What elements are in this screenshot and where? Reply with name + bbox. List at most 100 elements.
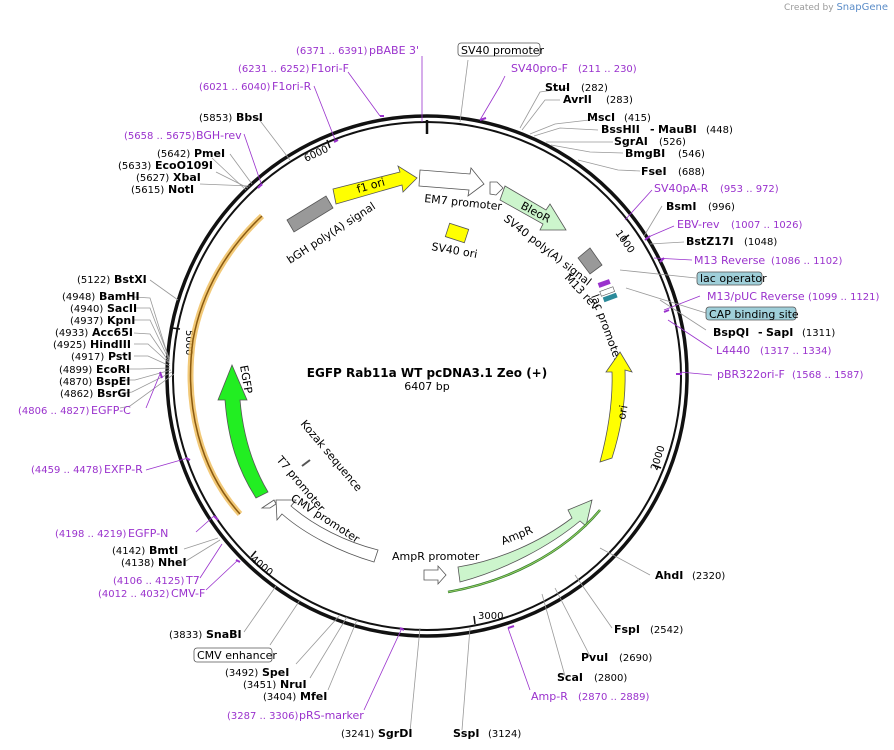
sv40prof-primer[interactable]: SV40pro-F [511, 62, 568, 75]
bghrev-primer[interactable]: BGH-rev [196, 129, 242, 142]
cmv-promoter-feature[interactable] [275, 499, 379, 563]
sspi-enzyme[interactable]: SspI [453, 727, 479, 740]
prs-primer[interactable]: pRS-marker [299, 709, 364, 722]
bamhi-enzyme[interactable]: BamHI [99, 290, 140, 303]
f1orir-primer[interactable]: F1ori-R [272, 80, 312, 93]
fsei-pos: (688) [678, 167, 705, 178]
bspei-enzyme[interactable]: BspEI [96, 375, 130, 388]
t7-promoter-feature[interactable] [260, 499, 277, 509]
sspi-pos: (3124) [488, 729, 521, 740]
hindiii-enzyme[interactable]: HindIII [90, 338, 131, 351]
egfp-region-line [189, 215, 263, 515]
sv40-polya-feature[interactable] [577, 247, 603, 275]
mfei-enzyme[interactable]: MfeI [300, 690, 327, 703]
m13rev-primer[interactable]: M13 Reverse [694, 254, 765, 267]
xbai-enzyme[interactable]: XbaI [173, 171, 201, 184]
maubi-enzyme[interactable]: MauBI [658, 123, 697, 136]
exfpr-primer[interactable]: EXFP-R [104, 463, 143, 476]
cmvf-pos: (4012 .. 4032) [98, 589, 170, 600]
snabi-enzyme[interactable]: SnaBI [206, 628, 242, 641]
sv40-ori-feature[interactable] [444, 222, 470, 244]
bamhi-pos: (4948) [62, 292, 95, 303]
avrii-enzyme[interactable]: AvrII [563, 93, 592, 106]
noti-pos: (5615) [131, 185, 164, 196]
bspqi-pos: (1311) [802, 328, 835, 339]
bbsi-pos: (5853) [199, 113, 232, 124]
egfp-feature[interactable] [217, 363, 269, 499]
pbabe-primer[interactable]: pBABE 3' [369, 44, 419, 57]
sv40-ori-label: SV40 ori [430, 240, 478, 261]
msci-pos: (415) [624, 113, 651, 124]
bleor-feature[interactable] [499, 185, 567, 231]
bsshii-enzyme[interactable]: BssHII [601, 123, 640, 136]
bmti-enzyme[interactable]: BmtI [149, 544, 178, 557]
pbr322-primer[interactable]: pBR322ori-F [717, 368, 785, 381]
bspei-pos: (4870) [59, 377, 92, 388]
cmvf-primer[interactable]: CMV-F [171, 587, 205, 600]
cmv-enhancer-box[interactable]: CMV enhancer [193, 647, 277, 663]
bbsi-enzyme[interactable]: BbsI [236, 111, 263, 124]
t7-primer[interactable]: T7 [185, 574, 200, 587]
f1-ori-feature[interactable] [332, 165, 418, 205]
sacii-enzyme[interactable]: SacII [107, 302, 137, 315]
f1orif-pos: (6231 .. 6252) [238, 64, 310, 75]
f1orir-pos: (6021 .. 6040) [199, 82, 271, 93]
f1orif-primer[interactable]: F1ori-F [311, 62, 349, 75]
bgh-polya-feature[interactable] [286, 195, 334, 233]
bstxi-enzyme[interactable]: BstXI [114, 273, 147, 286]
m13puc-primer[interactable]: M13/pUC Reverse [707, 290, 805, 303]
tick-2000: 2000 [649, 444, 667, 472]
bmgbi-enzyme[interactable]: BmgBI [625, 147, 665, 160]
pvui-enzyme[interactable]: PvuI [581, 651, 608, 664]
ampr-primer[interactable]: Amp-R [531, 690, 568, 703]
ampr-promoter-feature[interactable] [423, 564, 447, 586]
sv40par-primer[interactable]: SV40pA-R [654, 182, 709, 195]
sapi-enzyme[interactable]: SapI [766, 326, 793, 339]
ahdi-enzyme[interactable]: AhdI [655, 569, 683, 582]
avrii-pos: (283) [606, 95, 633, 106]
em7-promoter-feature[interactable] [418, 167, 485, 197]
pbr322-pos: (1568 .. 1587) [792, 370, 864, 381]
tick-5000: 5000 [171, 327, 194, 355]
prs-pos: (3287 .. 3306) [227, 711, 299, 722]
scai-enzyme[interactable]: ScaI [557, 671, 583, 684]
cap-binding-site-box[interactable]: CAP binding site [705, 306, 799, 321]
nrui-enzyme[interactable]: NruI [280, 678, 307, 691]
lac-operator-box-label: lac operator [700, 272, 767, 285]
tick-label-2000: 2000 [649, 444, 667, 472]
spei-enzyme[interactable]: SpeI [262, 666, 289, 679]
ori-feature[interactable] [599, 351, 633, 463]
ampr-feature[interactable] [457, 499, 593, 583]
pmei-enzyme[interactable]: PmeI [194, 147, 225, 160]
fspi-enzyme[interactable]: FspI [614, 623, 640, 636]
ecoo109i-enzyme[interactable]: EcoO109I [155, 159, 213, 172]
kpni-enzyme[interactable]: KpnI [107, 314, 135, 327]
tick-label-3000: 3000 [478, 611, 503, 622]
lac-operator-box[interactable]: lac operator [696, 271, 767, 286]
stui-enzyme[interactable]: StuI [545, 81, 570, 94]
bspqi-enzyme[interactable]: BspQI [713, 326, 749, 339]
egfpc-primer[interactable]: EGFP-C [91, 404, 131, 417]
tick-label-5000: 5000 [183, 330, 194, 355]
bstz17i-enzyme[interactable]: BstZ17I [686, 235, 734, 248]
msci-enzyme[interactable]: MscI [587, 111, 615, 124]
bsmi-enzyme[interactable]: BsmI [666, 200, 697, 213]
bsrgi-enzyme[interactable]: BsrGI [97, 387, 130, 400]
ebvrev-primer[interactable]: EBV-rev [677, 218, 720, 231]
bsrgi-pos: (4862) [60, 389, 93, 400]
plasmid-size: 6407 bp [404, 380, 449, 393]
watermark-prefix: Created by [784, 3, 834, 13]
fsei-enzyme[interactable]: FseI [641, 165, 667, 178]
noti-enzyme[interactable]: NotI [168, 183, 194, 196]
acc65i-enzyme[interactable]: Acc65I [92, 326, 133, 339]
sv40-promoter-box[interactable]: SV40 promoter [457, 42, 545, 57]
nhei-enzyme[interactable]: NheI [158, 556, 187, 569]
psti-pos: (4917) [71, 352, 104, 363]
ecori-enzyme[interactable]: EcoRI [96, 363, 130, 376]
l4440-primer[interactable]: L4440 [716, 344, 750, 357]
sgrai-enzyme[interactable]: SgrAI [614, 135, 648, 148]
sgrdi-enzyme[interactable]: SgrDI [378, 727, 412, 740]
egfpn-primer[interactable]: EGFP-N [128, 527, 168, 540]
psti-enzyme[interactable]: PstI [108, 350, 132, 363]
